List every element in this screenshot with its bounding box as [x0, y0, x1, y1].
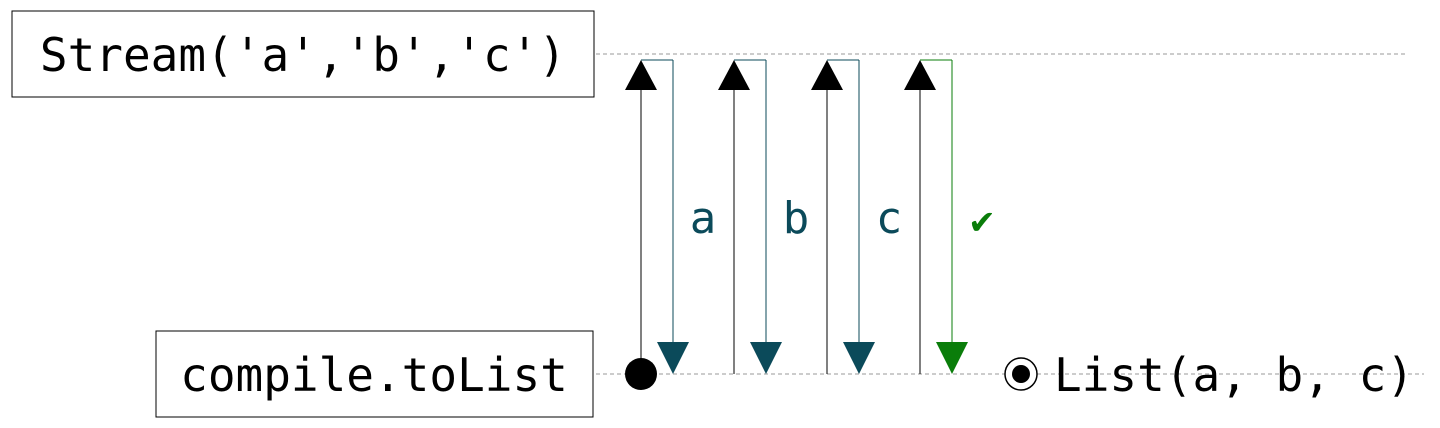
response-arrowhead — [750, 342, 782, 374]
events-layer: a b c ✔ — [625, 59, 994, 374]
request-arrowhead — [625, 60, 657, 90]
result-dot — [1012, 365, 1030, 383]
request-arrowhead — [718, 60, 750, 90]
event-pair: ✔ — [904, 59, 994, 374]
source-label: Stream('a','b','c') — [40, 28, 566, 82]
response-arrowhead — [657, 342, 689, 374]
sink-box — [155, 330, 594, 418]
event-pair: a — [625, 59, 717, 374]
result-label: List(a, b, c) — [1054, 348, 1414, 402]
result-marker — [1004, 357, 1038, 391]
element-label: c — [876, 193, 903, 244]
sink-node: compile.toList — [155, 330, 594, 418]
request-arrowhead — [904, 60, 936, 90]
event-pair: b — [718, 59, 810, 374]
source-box — [11, 10, 595, 98]
request-arrowhead — [811, 60, 843, 90]
element-label: b — [783, 193, 810, 244]
source-node: Stream('a','b','c') — [11, 10, 595, 98]
completion-label: ✔ — [971, 198, 994, 242]
element-label: a — [690, 193, 717, 244]
sink-label: compile.toList — [180, 348, 568, 402]
event-pair: c — [811, 59, 903, 374]
response-arrowhead — [843, 342, 875, 374]
response-arrowhead — [936, 342, 968, 374]
